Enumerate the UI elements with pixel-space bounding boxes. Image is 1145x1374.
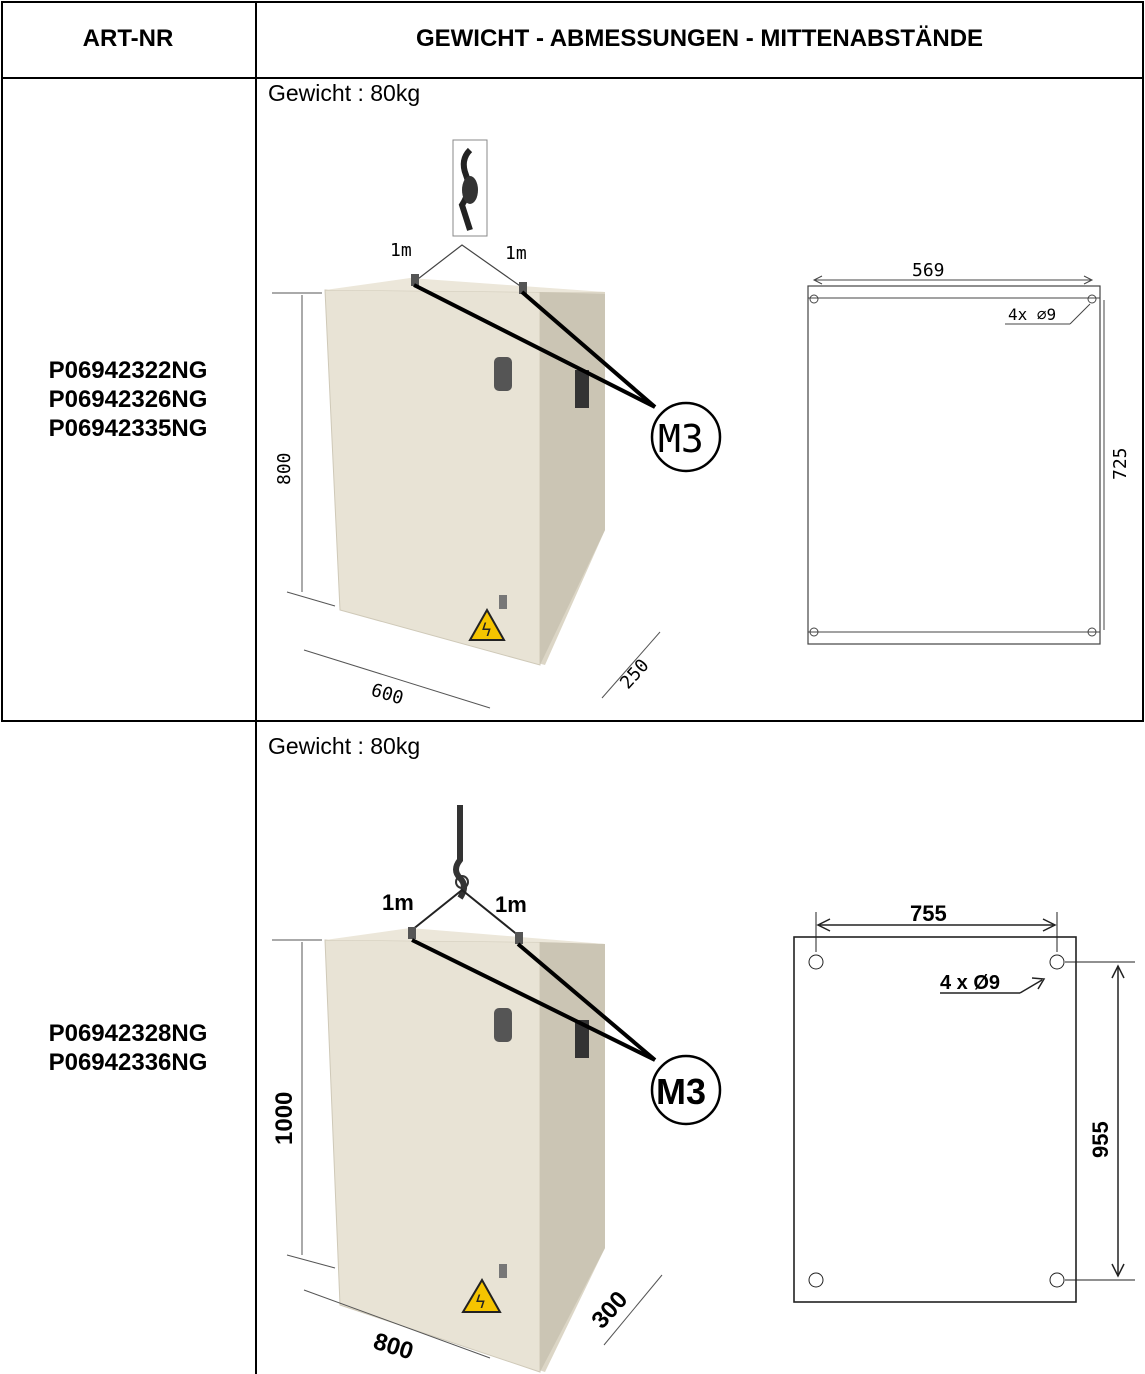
dim-height: 800 [274, 452, 295, 485]
art-numbers-row-1: P06942322NG P06942326NG P06942335NG [2, 79, 254, 720]
dim-height: 1000 [271, 1092, 298, 1145]
hole-count: 4 x Ø9 [940, 972, 1000, 994]
dim-width: 600 [369, 680, 406, 710]
sling-left: 1m [390, 240, 412, 261]
svg-text:ϟ: ϟ [475, 1292, 486, 1313]
sling-right: 1m [495, 892, 527, 917]
art-number: P06942322NG [48, 357, 208, 384]
art-number: P06942326NG [48, 386, 208, 413]
header-dimensions: GEWICHT - ABMESSUNGEN - MITTENABSTÄNDE [415, 25, 984, 52]
m3-marker: M3 [658, 417, 704, 461]
cabinet-illustration-row-1: ϟ M3 800 600 250 1m 1m [272, 139, 722, 710]
hole-spacing-v: 955 [1088, 1121, 1113, 1158]
svg-text:ϟ: ϟ [481, 620, 492, 641]
header-art-nr: ART-NR [82, 25, 174, 52]
dim-width: 800 [370, 1328, 416, 1366]
hole-spacing-h: 569 [912, 260, 945, 281]
hole-pattern-row-2: 755 955 4 x Ø9 [793, 901, 1135, 1303]
art-numbers-row-2: P06942328NG P06942336NG [2, 722, 254, 1374]
hole-pattern-row-1: 569 725 4x ⌀9 [807, 260, 1131, 645]
dim-depth: 300 [586, 1286, 633, 1334]
weight-label-row-1: Gewicht : 80kg [268, 80, 421, 106]
m3-marker: M3 [656, 1071, 706, 1112]
weight-label-row-2: Gewicht : 80kg [268, 733, 421, 759]
hole-count: 4x ⌀9 [1008, 305, 1056, 324]
hole-spacing-h: 755 [910, 901, 947, 926]
sling-left: 1m [382, 890, 414, 915]
hole-spacing-v: 725 [1110, 447, 1131, 480]
sling-right: 1m [505, 243, 527, 264]
dim-depth: 250 [616, 655, 653, 693]
art-number: P06942336NG [48, 1049, 208, 1076]
cabinet-illustration-row-2: ϟ M3 1000 800 300 1m 1m [271, 805, 722, 1373]
art-number: P06942335NG [48, 415, 208, 442]
art-number: P06942328NG [48, 1020, 208, 1047]
